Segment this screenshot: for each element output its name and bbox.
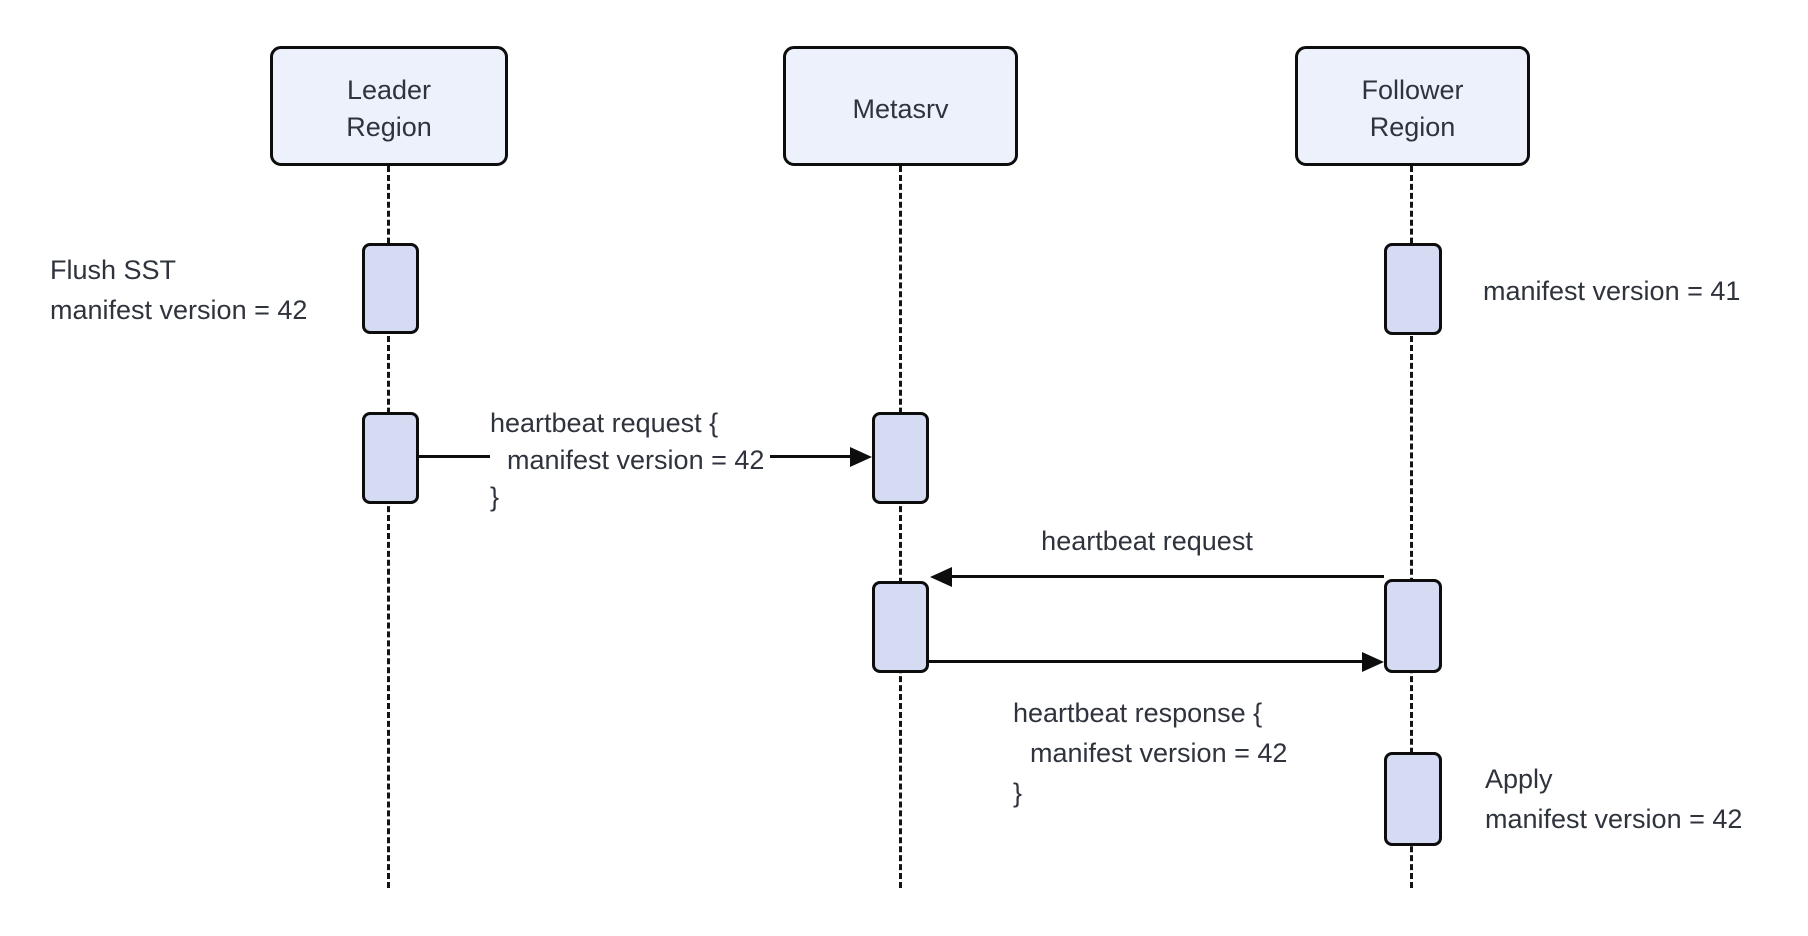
message-label-leader-heartbeat: heartbeat request { manifest version = 4…: [490, 405, 771, 516]
activation-leader-flush: [362, 243, 419, 334]
participant-label: Follower: [1361, 75, 1464, 105]
lifeline-leader-region: [387, 166, 390, 888]
message-line-follower-to-metasrv: [952, 575, 1384, 578]
arrowhead-icon: [850, 447, 872, 467]
annotation-follower-state: manifest version = 41: [1483, 276, 1741, 306]
participant-label: Region: [346, 112, 432, 142]
participant-leader-region: Leader Region: [270, 46, 508, 166]
activation-metasrv-receive: [872, 412, 929, 504]
activation-leader-heartbeat: [362, 412, 419, 504]
participant-label: Metasrv: [852, 93, 949, 124]
message-label-heartbeat-response: heartbeat response { manifest version = …: [1013, 698, 1288, 808]
participant-metasrv: Metasrv: [783, 46, 1018, 166]
message-line-metasrv-to-follower: [928, 660, 1362, 663]
participant-follower-region: Follower Region: [1295, 46, 1530, 166]
lifeline-metasrv: [899, 166, 902, 888]
activation-follower-apply: [1384, 752, 1442, 846]
activation-metasrv-respond: [872, 581, 929, 673]
lifeline-follower-region: [1410, 166, 1413, 888]
activation-follower-state: [1384, 243, 1442, 335]
annotation-follower-apply: Apply manifest version = 42: [1485, 764, 1743, 834]
participant-label: Leader: [346, 75, 432, 105]
arrowhead-icon: [1362, 652, 1384, 672]
annotation-leader-flush: Flush SST manifest version = 42: [50, 255, 308, 325]
participant-label: Region: [1369, 112, 1456, 142]
arrowhead-icon: [930, 567, 952, 587]
activation-follower-heartbeat: [1384, 579, 1442, 673]
message-label-follower-heartbeat: heartbeat request: [1041, 526, 1253, 556]
